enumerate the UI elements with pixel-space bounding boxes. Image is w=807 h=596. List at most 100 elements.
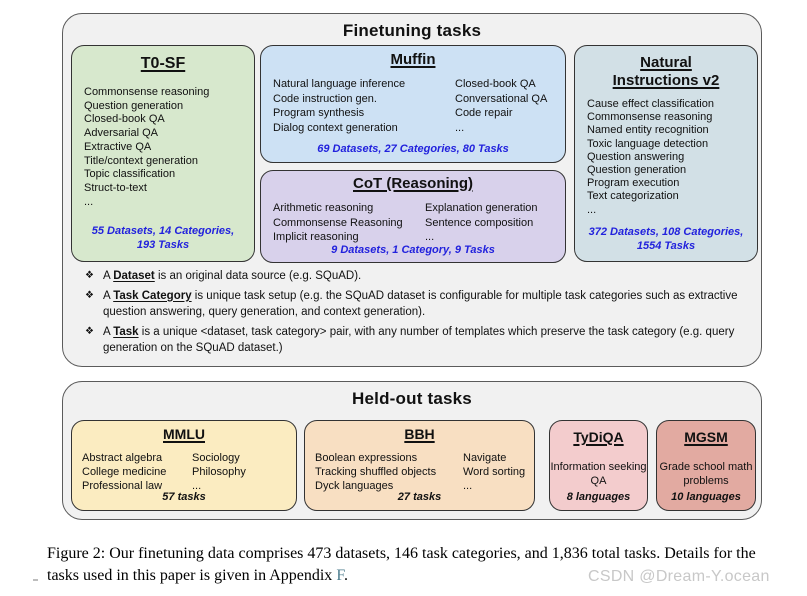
tydiqa-description: Information seeking QA [550, 461, 647, 487]
stats-line: 55 Datasets, 14 Categories, [91, 225, 235, 237]
diamond-bullet-icon: ❖ [85, 325, 94, 337]
task-category-item: Code instruction gen. [273, 92, 377, 105]
heldout-title: Held-out tasks [352, 389, 472, 408]
diamond-bullet-icon: ❖ [85, 270, 94, 281]
stats-line: 193 Tasks [136, 238, 190, 251]
task-category-item: Title/context generation [84, 154, 198, 167]
appendix-link: F [336, 567, 344, 584]
ellipsis-item: ... [455, 121, 465, 134]
ellipsis-item: ... [425, 231, 435, 244]
bbh-col1: Boolean expressions Tracking shuffled ob… [315, 451, 463, 494]
bbh-col2: Navigate Word sorting ... [463, 451, 532, 494]
task-category-item: Commonsense reasoning [84, 86, 210, 98]
ellipsis-item: ... [192, 480, 202, 493]
cot-items: Arithmetic reasoning Commonsense Reasoni… [273, 201, 561, 245]
task-category-item: Named entity recognition [587, 124, 709, 137]
task-category-item: Closed-book QA [455, 78, 536, 90]
mgsm-title: MGSM [684, 429, 728, 445]
mmlu-col2: Sociology Philosophy ... [192, 451, 294, 494]
bbh-items: Boolean expressions Tracking shuffled ob… [315, 451, 532, 494]
task-category-item: Adversarial QA [84, 127, 158, 140]
figure-caption: Figure 2: Our finetuning data comprises … [47, 543, 779, 587]
finetuning-panel: Finetuning tasks T0-SF Commonsense reaso… [62, 13, 762, 367]
note-text: A Task Category is unique task setup (e.… [102, 289, 738, 319]
task-category-item: Natural language inference [273, 78, 406, 90]
t0sf-box: T0-SF Commonsense reasoning Question gen… [71, 45, 255, 262]
tydiqa-language-count: 8 languages [566, 491, 631, 503]
mmlu-task-count: 57 tasks [162, 491, 206, 503]
task-category-item: Toxic language detection [587, 137, 709, 150]
ellipsis-item: ... [463, 480, 473, 493]
finetuning-title: Finetuning tasks [342, 21, 482, 40]
muffin-col2: Closed-book QA Conversational QA Code re… [455, 77, 561, 135]
task-category-item: Dialog context generation [273, 121, 398, 134]
cot-col1: Arithmetic reasoning Commonsense Reasoni… [273, 201, 425, 245]
muffin-items: Natural language inference Code instruct… [273, 77, 561, 135]
caption-text: . [343, 567, 348, 584]
diamond-bullet-icon: ❖ [85, 289, 94, 301]
task-category-item: Arithmetic reasoning [273, 202, 374, 214]
bbh-task-count: 27 tasks [397, 491, 442, 503]
muffin-box: Muffin Natural language inference Code i… [260, 45, 566, 163]
task-category-item: Code repair [455, 107, 513, 120]
niv2-box: Natural Instructions v2 Cause effect cla… [574, 45, 758, 262]
cot-stats: 9 Datasets, 1 Category, 9 Tasks [331, 243, 495, 256]
task-category-item: Question answering [587, 150, 685, 163]
note-term: Dataset [113, 270, 155, 282]
note-task: ❖ A Task is a unique <dataset, task cate… [85, 324, 755, 357]
task-item: Philosophy [192, 466, 246, 479]
task-item: Tracking shuffled objects [315, 466, 437, 479]
stats-line: 1554 Tasks [636, 239, 696, 252]
task-category-item: Question generation [84, 99, 184, 112]
ellipsis-item: ... [587, 203, 597, 216]
t0sf-title: T0-SF [140, 55, 186, 72]
caption-text: Figure 2: Our finetuning data comprises … [47, 545, 756, 584]
note-text: A Dataset is an original data source (e.… [102, 270, 362, 282]
task-category-item: Closed-book QA [84, 113, 165, 126]
muffin-col1: Natural language inference Code instruct… [273, 77, 455, 135]
task-item: College medicine [82, 466, 167, 479]
note-task-category: ❖ A Task Category is unique task setup (… [85, 288, 755, 321]
task-item: Sociology [192, 452, 240, 464]
cot-title: CoT (Reasoning) [353, 175, 473, 192]
tydiqa-title: TyDiQA [573, 429, 624, 445]
task-item: Navigate [463, 452, 507, 464]
task-category-item: Program synthesis [273, 107, 365, 120]
task-category-item: Extractive QA [84, 140, 152, 153]
task-item: Professional law [82, 480, 163, 493]
definition-notes: ❖ A Dataset is an original data source (… [85, 268, 755, 360]
task-category-item: Question generation [587, 164, 687, 177]
watermark: CSDN @Dream-Y.ocean [588, 568, 770, 585]
task-category-item: Conversational QA [455, 92, 548, 105]
task-category-item: Implicit reasoning [273, 231, 359, 244]
task-item: Abstract algebra [82, 452, 163, 464]
task-category-item: Text categorization [587, 190, 679, 203]
ellipsis-item: ... [84, 195, 94, 208]
niv2-title: Natural Instructions v2 [612, 54, 720, 89]
task-category-item: Cause effect classification [587, 98, 714, 110]
task-category-item: Commonsense Reasoning [273, 216, 403, 229]
task-category-item: Struct-to-text [84, 181, 147, 194]
note-dataset: ❖ A Dataset is an original data source (… [85, 268, 755, 285]
t0sf-items: Commonsense reasoning Question generatio… [84, 86, 209, 209]
task-category-item: Sentence composition [425, 216, 534, 229]
task-item: Dyck languages [315, 480, 394, 493]
niv2-stats: 372 Datasets, 108 Categories, 1554 Tasks [575, 226, 757, 253]
stray-mark [33, 579, 38, 581]
niv2-items: Cause effect classification Commonsense … [587, 98, 714, 217]
note-text: A Task is a unique <dataset, task catego… [102, 325, 735, 355]
cot-col2: Explanation generation Sentence composit… [425, 201, 561, 245]
muffin-title: Muffin [390, 51, 436, 68]
mgsm-language-count: 10 languages [671, 491, 741, 503]
muffin-stats: 69 Datasets, 27 Categories, 80 Tasks [317, 142, 509, 155]
task-category-item: Commonsense reasoning [587, 111, 713, 124]
mmlu-items: Abstract algebra College medicine Profes… [82, 451, 294, 494]
mmlu-title: MMLU [163, 426, 205, 442]
stats-line: 372 Datasets, 108 Categories, [588, 226, 744, 238]
bbh-box: BBH Boolean expressions Tracking shuffle… [304, 420, 535, 511]
t0sf-stats: 55 Datasets, 14 Categories, 193 Tasks [72, 225, 254, 252]
heldout-panel: Held-out tasks MMLU Abstract algebra Col… [62, 381, 762, 520]
mmlu-col1: Abstract algebra College medicine Profes… [82, 451, 192, 494]
task-item: Word sorting [463, 466, 526, 479]
